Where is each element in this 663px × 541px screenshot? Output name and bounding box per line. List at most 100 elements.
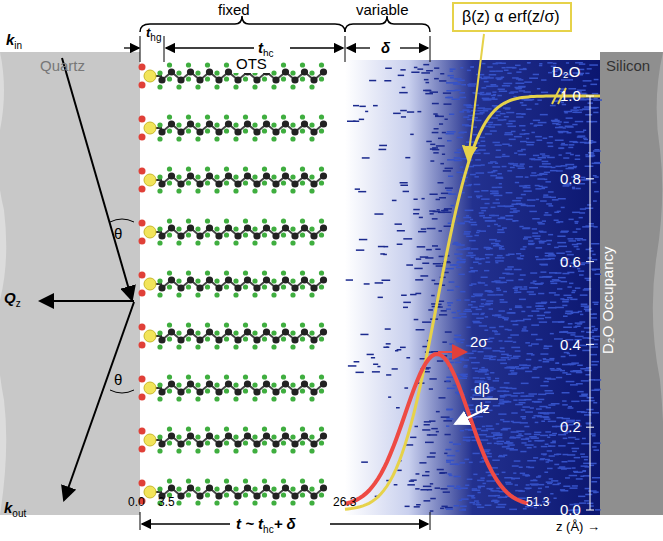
water-dash [470, 397, 474, 399]
water-dash [594, 79, 599, 81]
water-dash [497, 95, 502, 97]
water-dash [466, 440, 470, 442]
water-dash [479, 215, 485, 217]
water-dash [592, 302, 598, 304]
water-dash [446, 377, 453, 379]
water-dash [497, 78, 502, 80]
water-dash [486, 93, 491, 95]
hydrogen-atom [157, 136, 162, 141]
water-dash [392, 368, 398, 370]
carbon-atom [196, 128, 203, 135]
water-dash [495, 156, 501, 158]
water-dash [590, 505, 594, 507]
carbon-atom [291, 128, 298, 135]
water-dash [456, 262, 465, 264]
water-dash [529, 436, 537, 438]
water-dash [400, 185, 408, 187]
water-dash [562, 404, 568, 406]
water-dash [568, 443, 575, 445]
water-dash [497, 79, 502, 81]
water-dash [519, 467, 523, 469]
water-dash [508, 126, 516, 128]
carbon-atom [196, 76, 203, 83]
carbon-atom [272, 128, 279, 135]
water-dash [564, 295, 572, 297]
water-dash [542, 276, 551, 278]
water-dash [480, 112, 485, 114]
water-dash [524, 236, 532, 238]
water-dash [436, 265, 444, 267]
water-dash [442, 341, 447, 343]
water-dash [462, 509, 466, 511]
water-dash [523, 227, 530, 229]
water-dash [426, 70, 433, 72]
water-dash [421, 72, 430, 74]
water-dash [432, 103, 439, 105]
water-dash [416, 473, 420, 475]
water-dash [537, 318, 544, 320]
water-dash [556, 454, 561, 456]
water-dash [441, 488, 448, 490]
water-dash [509, 367, 517, 369]
water-dash [476, 293, 483, 295]
water-dash [502, 154, 505, 156]
water-dash [403, 302, 411, 304]
carbon-atom [206, 224, 213, 231]
water-dash [450, 264, 459, 266]
water-dash [433, 152, 438, 154]
water-dash [588, 152, 594, 154]
water-dash [568, 238, 574, 240]
hydrogen-atom [157, 70, 162, 75]
water-dash [511, 204, 518, 206]
water-dash [554, 247, 559, 249]
water-dash [471, 307, 478, 309]
water-dash [490, 84, 496, 86]
water-dash [461, 84, 466, 86]
water-dash [429, 378, 436, 380]
hydrogen-atom [290, 188, 295, 193]
water-dash [544, 166, 552, 168]
water-dash [528, 240, 533, 242]
hydrogen-atom [176, 240, 181, 245]
water-dash [475, 258, 479, 260]
water-dash [538, 157, 547, 159]
water-dash [490, 130, 497, 132]
hydrogen-atom [281, 76, 286, 81]
water-dash [392, 200, 397, 202]
hydrogen-atom [224, 62, 229, 67]
water-dash [481, 367, 484, 369]
water-dash [514, 292, 517, 294]
water-dash [525, 444, 534, 446]
water-dash [446, 268, 454, 270]
water-dash [581, 456, 588, 458]
water-dash [448, 97, 454, 99]
water-dash [539, 264, 547, 266]
hydrogen-atom [195, 84, 200, 89]
water-dash [557, 211, 561, 213]
water-dash [365, 111, 368, 113]
water-dash [569, 219, 574, 221]
hydrogen-atom [195, 136, 200, 141]
water-dash [461, 498, 469, 500]
water-dash [479, 230, 486, 232]
water-dash [485, 254, 493, 256]
water-dash [538, 223, 545, 225]
water-dash [528, 62, 531, 64]
water-dash [568, 406, 572, 408]
carbon-atom [263, 224, 270, 231]
water-dash [489, 74, 497, 76]
water-dash [518, 279, 523, 281]
water-dash [532, 401, 540, 403]
water-dash [519, 90, 525, 92]
hydrogen-atom [186, 76, 191, 81]
water-dash [410, 437, 416, 439]
silicon-block [600, 52, 663, 515]
hydrogen-atom [176, 122, 181, 127]
water-dash [419, 217, 423, 219]
water-dash [536, 339, 543, 341]
hydrogen-atom [319, 114, 324, 119]
water-dash [588, 400, 595, 402]
water-dash [510, 211, 518, 213]
water-dash [453, 82, 458, 84]
water-dash [386, 374, 391, 376]
